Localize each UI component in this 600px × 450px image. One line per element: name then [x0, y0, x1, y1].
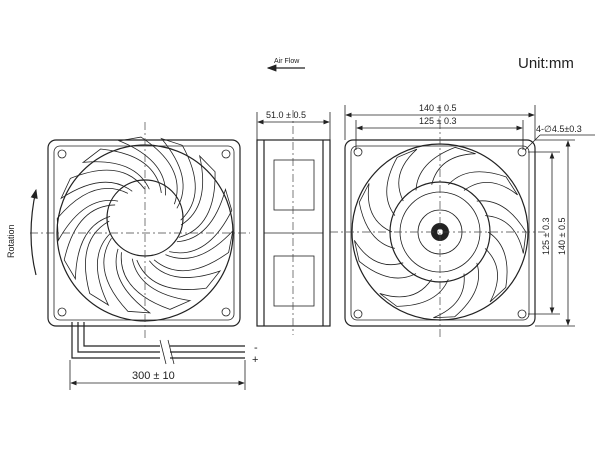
blade [169, 187, 233, 254]
side-view: 51.0 ± 0.5 [256, 110, 331, 335]
blade [117, 136, 178, 205]
rotation-label: Rotation [6, 224, 16, 258]
blade [379, 279, 449, 307]
blade [358, 183, 395, 249]
airflow-indicator: Air Flow [266, 58, 305, 72]
blade [103, 237, 152, 314]
front-impeller-blades [56, 136, 234, 314]
blade [81, 148, 162, 193]
blade [63, 204, 116, 281]
blade [120, 252, 192, 310]
lead-wires [71, 322, 245, 365]
blade [415, 146, 476, 191]
blade [153, 229, 234, 272]
rotation-arrow-icon [30, 188, 38, 276]
blade [136, 259, 222, 290]
blade [448, 171, 518, 196]
mounting-hole-icons [353, 147, 527, 319]
blade [354, 240, 417, 279]
front-view: Rotation - + 300 ± 10 [6, 122, 258, 390]
wire-negative-label: - [254, 342, 258, 354]
blade [85, 220, 111, 307]
blade [386, 148, 418, 216]
blade [178, 154, 216, 238]
blade [484, 231, 508, 303]
outer-width-label: 140 ± 0.5 [419, 103, 456, 113]
wire-positive-label: + [252, 354, 258, 366]
airflow-label: Air Flow [274, 58, 300, 65]
blade [160, 137, 196, 221]
unit-label: Unit:mm [518, 55, 574, 72]
back-view: 140 ± 0.5 125 ± 0.3 4-∅4.5±0.3 125 ± 0.3… [330, 103, 595, 340]
back-impeller-blades [354, 146, 527, 319]
hole-spacing-width-label: 125 ± 0.3 [419, 116, 456, 126]
mounting-hole-icons [57, 149, 231, 317]
mounting-holes-label: 4-∅4.5±0.3 [536, 124, 582, 134]
outer-height-label: 140 ± 0.5 [557, 218, 567, 255]
cable-length-label: 300 ± 10 [132, 370, 175, 382]
blade [56, 187, 129, 242]
blade [433, 262, 480, 319]
hole-spacing-height-label: 125 ± 0.3 [541, 218, 551, 255]
depth-label: 51.0 ± 0.5 [266, 110, 306, 120]
blade [60, 169, 145, 200]
